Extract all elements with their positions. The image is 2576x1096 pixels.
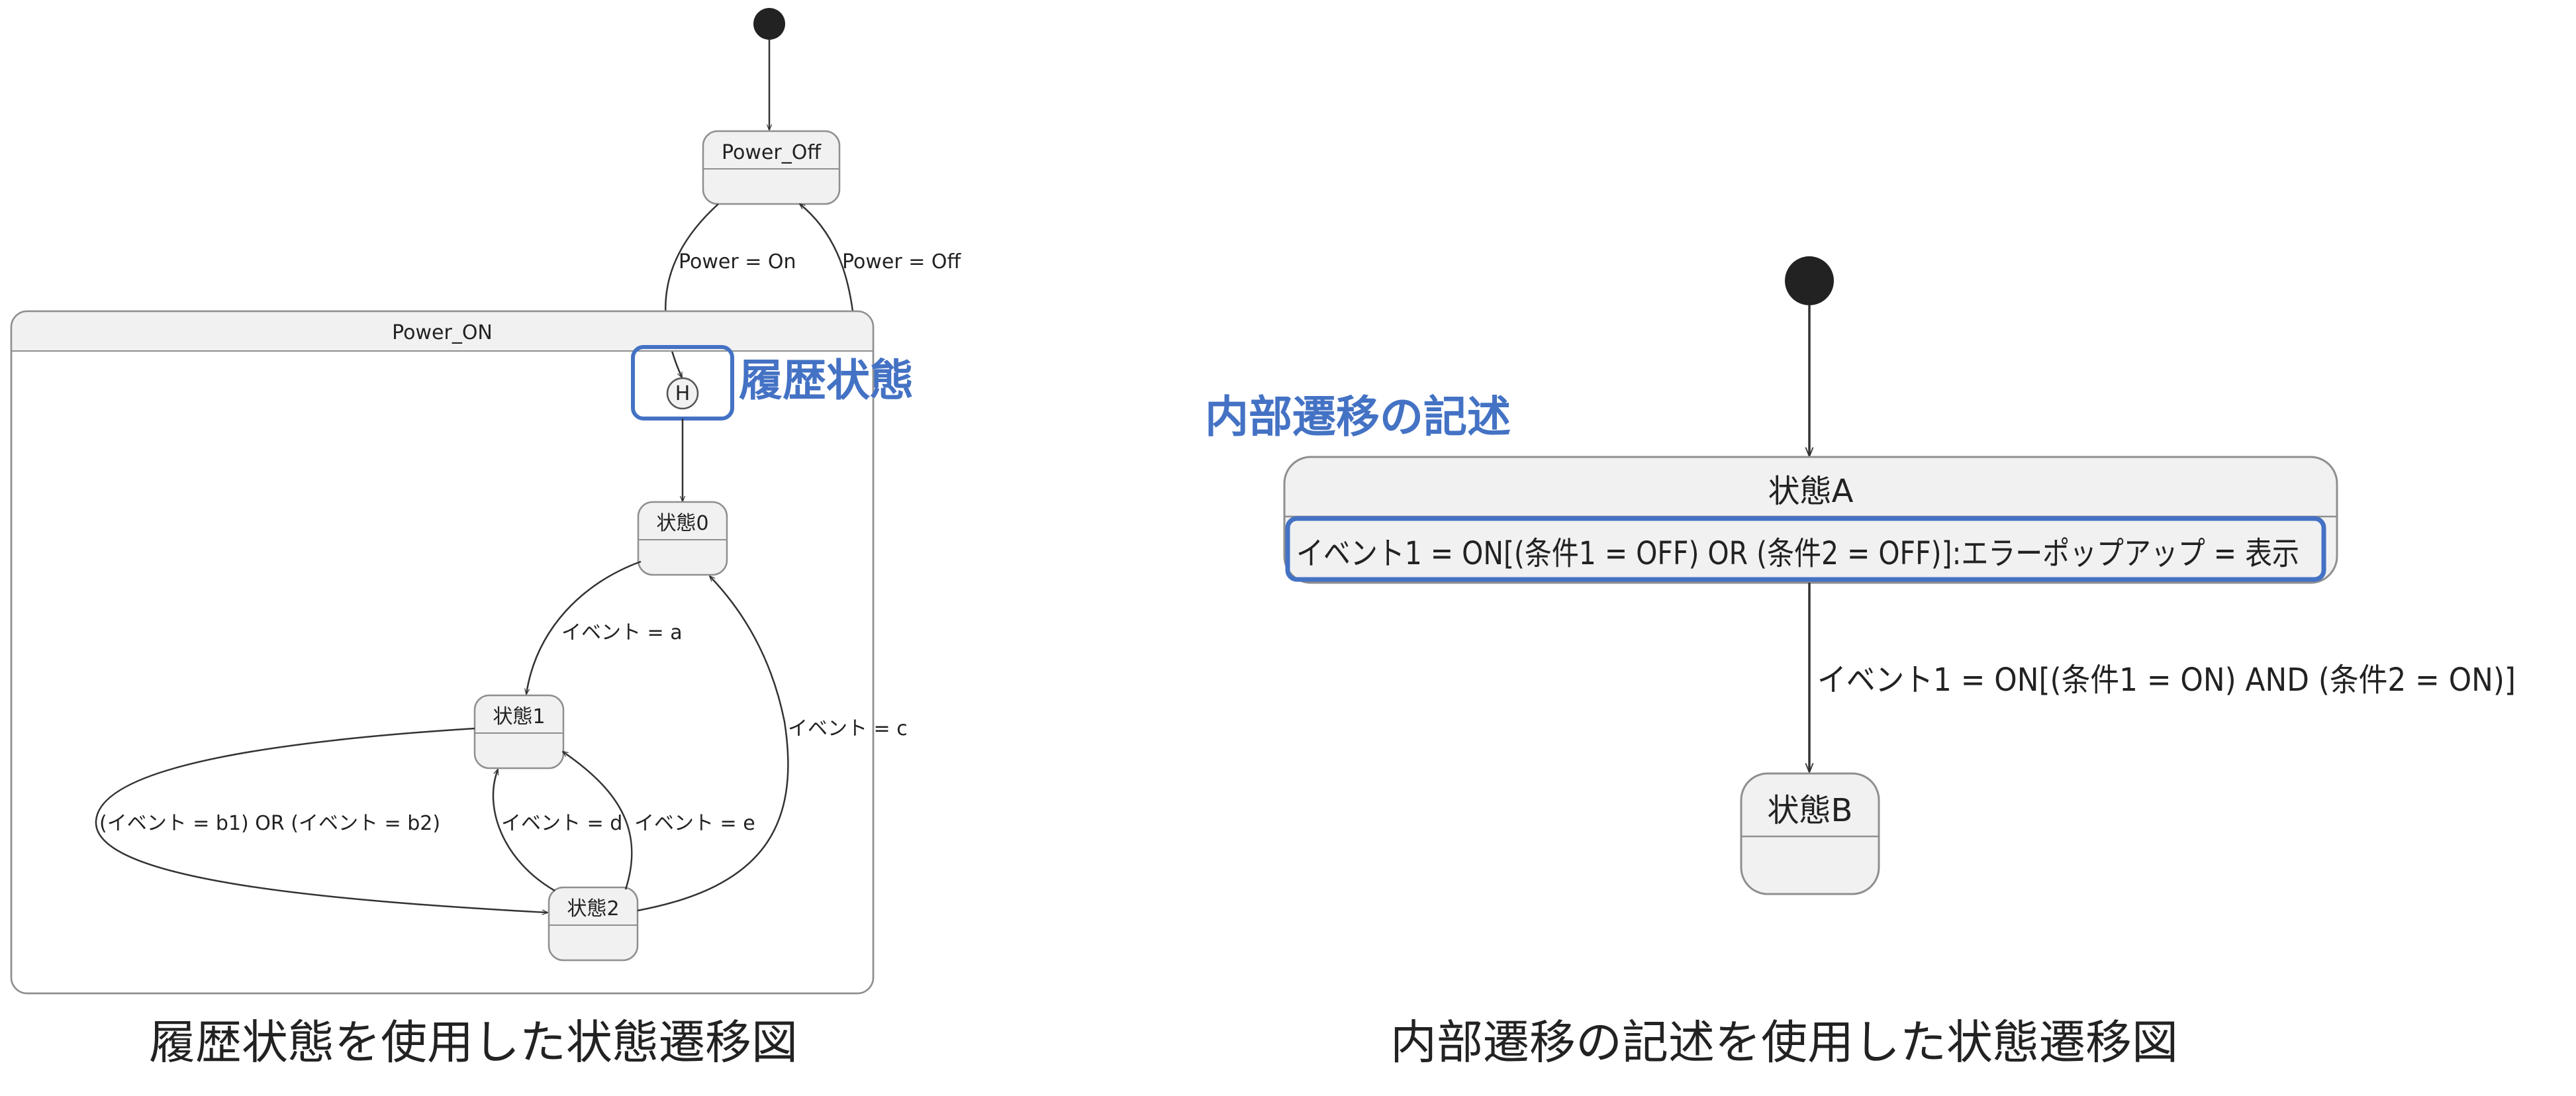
composite-state-power-on-label: Power_ON <box>392 321 493 344</box>
right-caption: 内部遷移の記述を使用した状態遷移図 <box>1390 1015 2178 1070</box>
transition-event-b <box>95 727 548 913</box>
transition-power-off-label: Power = Off <box>842 250 962 274</box>
transition-event-a-label: イベント = a <box>561 621 683 644</box>
state-1: 状態1 <box>473 694 565 770</box>
state-2: 状態2 <box>548 886 639 962</box>
transition-power-off <box>800 204 854 312</box>
left-caption: 履歴状態を使用した状態遷移図 <box>149 1015 798 1070</box>
internal-transition-diagram: 内部遷移の記述 状態A イベント1 = ON[(条件1 = OFF) OR (条… <box>1205 256 2516 1070</box>
state-0: 状態0 <box>637 501 728 576</box>
state-0-label: 状態0 <box>656 512 708 535</box>
state-b: 状態B <box>1740 772 1880 895</box>
transition-event-e-label: イベント = e <box>634 812 755 835</box>
transition-event-c-label: イベント = c <box>788 717 908 740</box>
internal-transition-annotation: 内部遷移の記述 <box>1205 391 1511 442</box>
initial-pseudostate <box>753 8 785 40</box>
transition-event-d-label: イベント = d <box>501 812 622 835</box>
transition-event-b-label: (イベント = b1) OR (イベント = b2) <box>99 812 440 835</box>
history-symbol: H <box>675 382 691 405</box>
history-annotation: 履歴状態 <box>739 355 914 406</box>
state-power-off: Power_Off <box>702 130 841 205</box>
transition-event-a <box>526 560 642 694</box>
transition-power-on-label: Power = On <box>679 250 796 274</box>
transition-a-to-b-label: イベント1 = ON[(条件1 = ON) AND (条件2 = ON)] <box>1817 662 2516 699</box>
state-1-label: 状態1 <box>493 705 545 728</box>
state-a-label: 状態A <box>1768 473 1854 510</box>
internal-transition-highlight-box <box>1285 516 2326 582</box>
transition-event-d <box>492 770 555 892</box>
state-b-label: 状態B <box>1768 792 1853 829</box>
history-state-diagram: Power_Off Power = On Power = Off Power_O… <box>10 8 962 1070</box>
internal-transition-text: イベント1 = ON[(条件1 = OFF) OR (条件2 = OFF)]:エ… <box>1296 535 2299 572</box>
transition-power-on <box>665 203 719 377</box>
state-2-label: 状態2 <box>567 897 619 921</box>
composite-state-power-on: Power_ON <box>10 310 875 995</box>
transition-event-e <box>563 752 633 890</box>
initial-pseudostate-right <box>1785 256 1834 305</box>
state-power-off-label: Power_Off <box>722 141 822 164</box>
history-pseudostate: H <box>666 377 699 410</box>
transition-event-c <box>637 576 789 912</box>
